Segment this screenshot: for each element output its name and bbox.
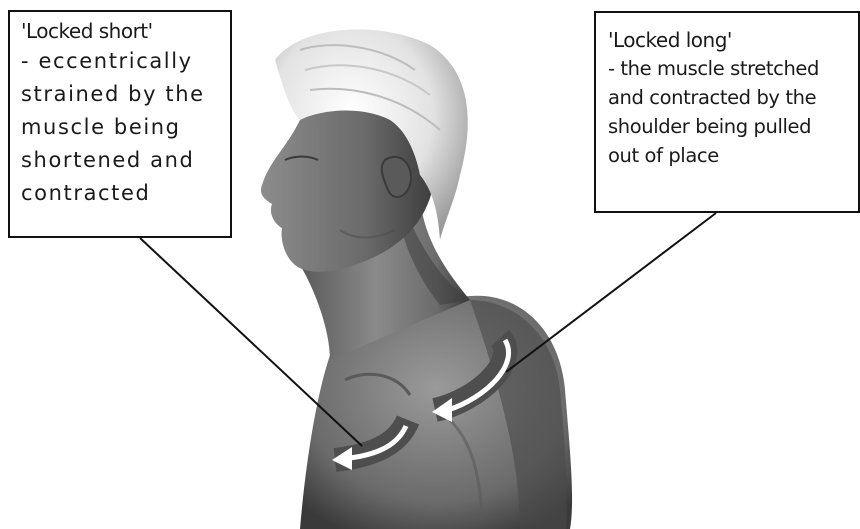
callout-text-line: strained by the	[21, 78, 222, 111]
callout-title: 'Locked short'	[21, 18, 222, 45]
callout-text-line: contracted	[21, 177, 222, 210]
callout-text-line: out of place	[608, 141, 852, 170]
callout-text-line: - the muscle stretched	[608, 54, 852, 83]
callout-text-line: shoulder being pulled	[608, 112, 852, 141]
leader-line-locked-long	[506, 213, 716, 372]
callout-title: 'Locked long'	[608, 27, 852, 54]
callout-text-line: shortened and	[21, 144, 222, 177]
callout-locked-short: 'Locked short' - eccentrically strained …	[8, 10, 232, 238]
callout-text-line: muscle being	[21, 111, 222, 144]
callout-text-line: - eccentrically	[21, 45, 222, 78]
callout-locked-long: 'Locked long' - the muscle stretched and…	[594, 11, 860, 213]
callout-text-line: and contracted by the	[608, 83, 852, 112]
